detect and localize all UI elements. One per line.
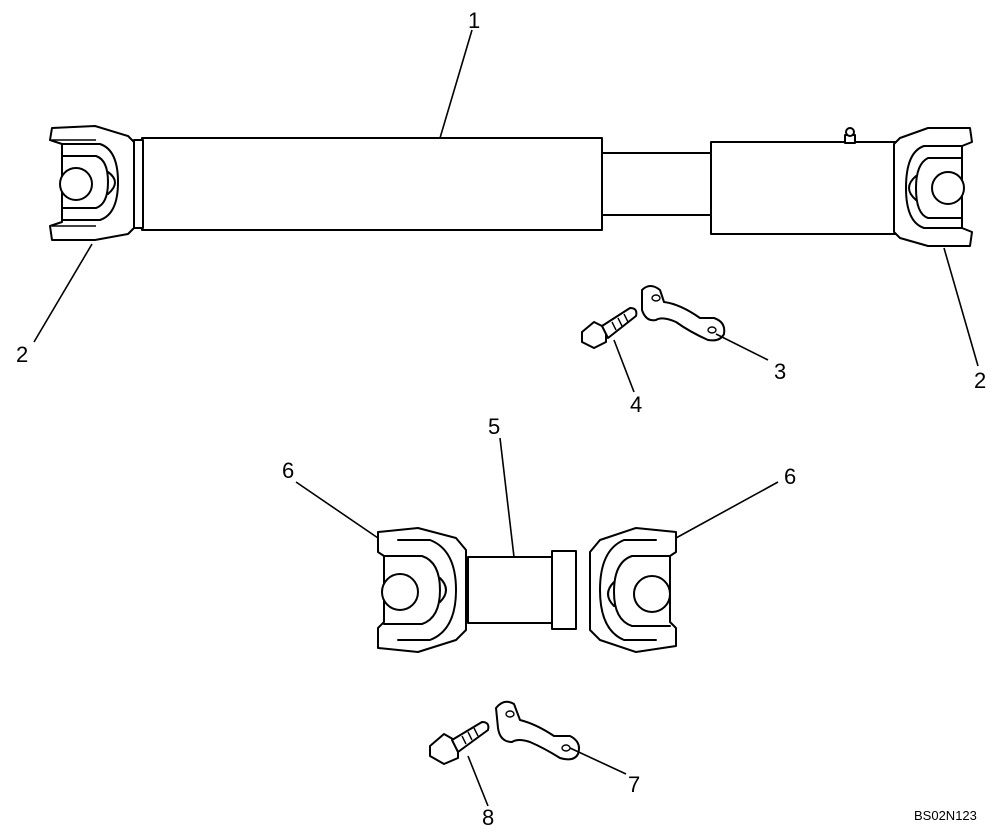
slip-shaft — [599, 152, 714, 216]
leader-4 — [613, 339, 635, 393]
bolt-lower — [429, 721, 490, 765]
end-tube — [710, 141, 897, 235]
callout-7: 7 — [628, 772, 640, 797]
callout-6-right: 6 — [784, 464, 796, 489]
leader-2-right — [943, 247, 979, 367]
callout-8: 8 — [482, 805, 494, 830]
leader-lines — [33, 29, 979, 807]
callout-2-right: 2 — [974, 368, 986, 393]
retaining-strap-upper — [641, 285, 726, 342]
leader-5 — [499, 437, 515, 558]
u-joint-right — [589, 527, 677, 653]
grease-fitting — [844, 127, 856, 144]
long-driveshaft-assembly — [49, 125, 973, 247]
leader-6-left — [295, 481, 379, 539]
leader-7 — [569, 747, 627, 775]
callout-3: 3 — [774, 359, 786, 384]
callout-4: 4 — [630, 392, 642, 417]
reference-code: BS02N123 — [914, 808, 977, 823]
leader-6-right — [675, 481, 779, 539]
callout-2-left: 2 — [16, 342, 28, 367]
u-joint-yoke-right — [893, 127, 973, 247]
short-tube — [467, 556, 553, 624]
leader-8 — [467, 755, 489, 807]
leader-3 — [715, 333, 769, 361]
u-joint-yoke-left — [49, 125, 144, 241]
retaining-strap-lower — [495, 700, 580, 761]
callout-labels: 1 2 2 3 4 5 6 6 7 8 — [16, 8, 986, 830]
leader-1 — [439, 29, 473, 139]
short-driveshaft-assembly — [377, 527, 677, 653]
bolt-upper — [581, 307, 638, 349]
u-joint-left — [377, 527, 467, 653]
main-tube — [141, 137, 603, 231]
leader-2-left — [33, 243, 93, 343]
callout-5: 5 — [488, 414, 500, 439]
callout-1: 1 — [468, 8, 480, 33]
tube-collar — [551, 550, 577, 630]
callout-6-left: 6 — [282, 458, 294, 483]
